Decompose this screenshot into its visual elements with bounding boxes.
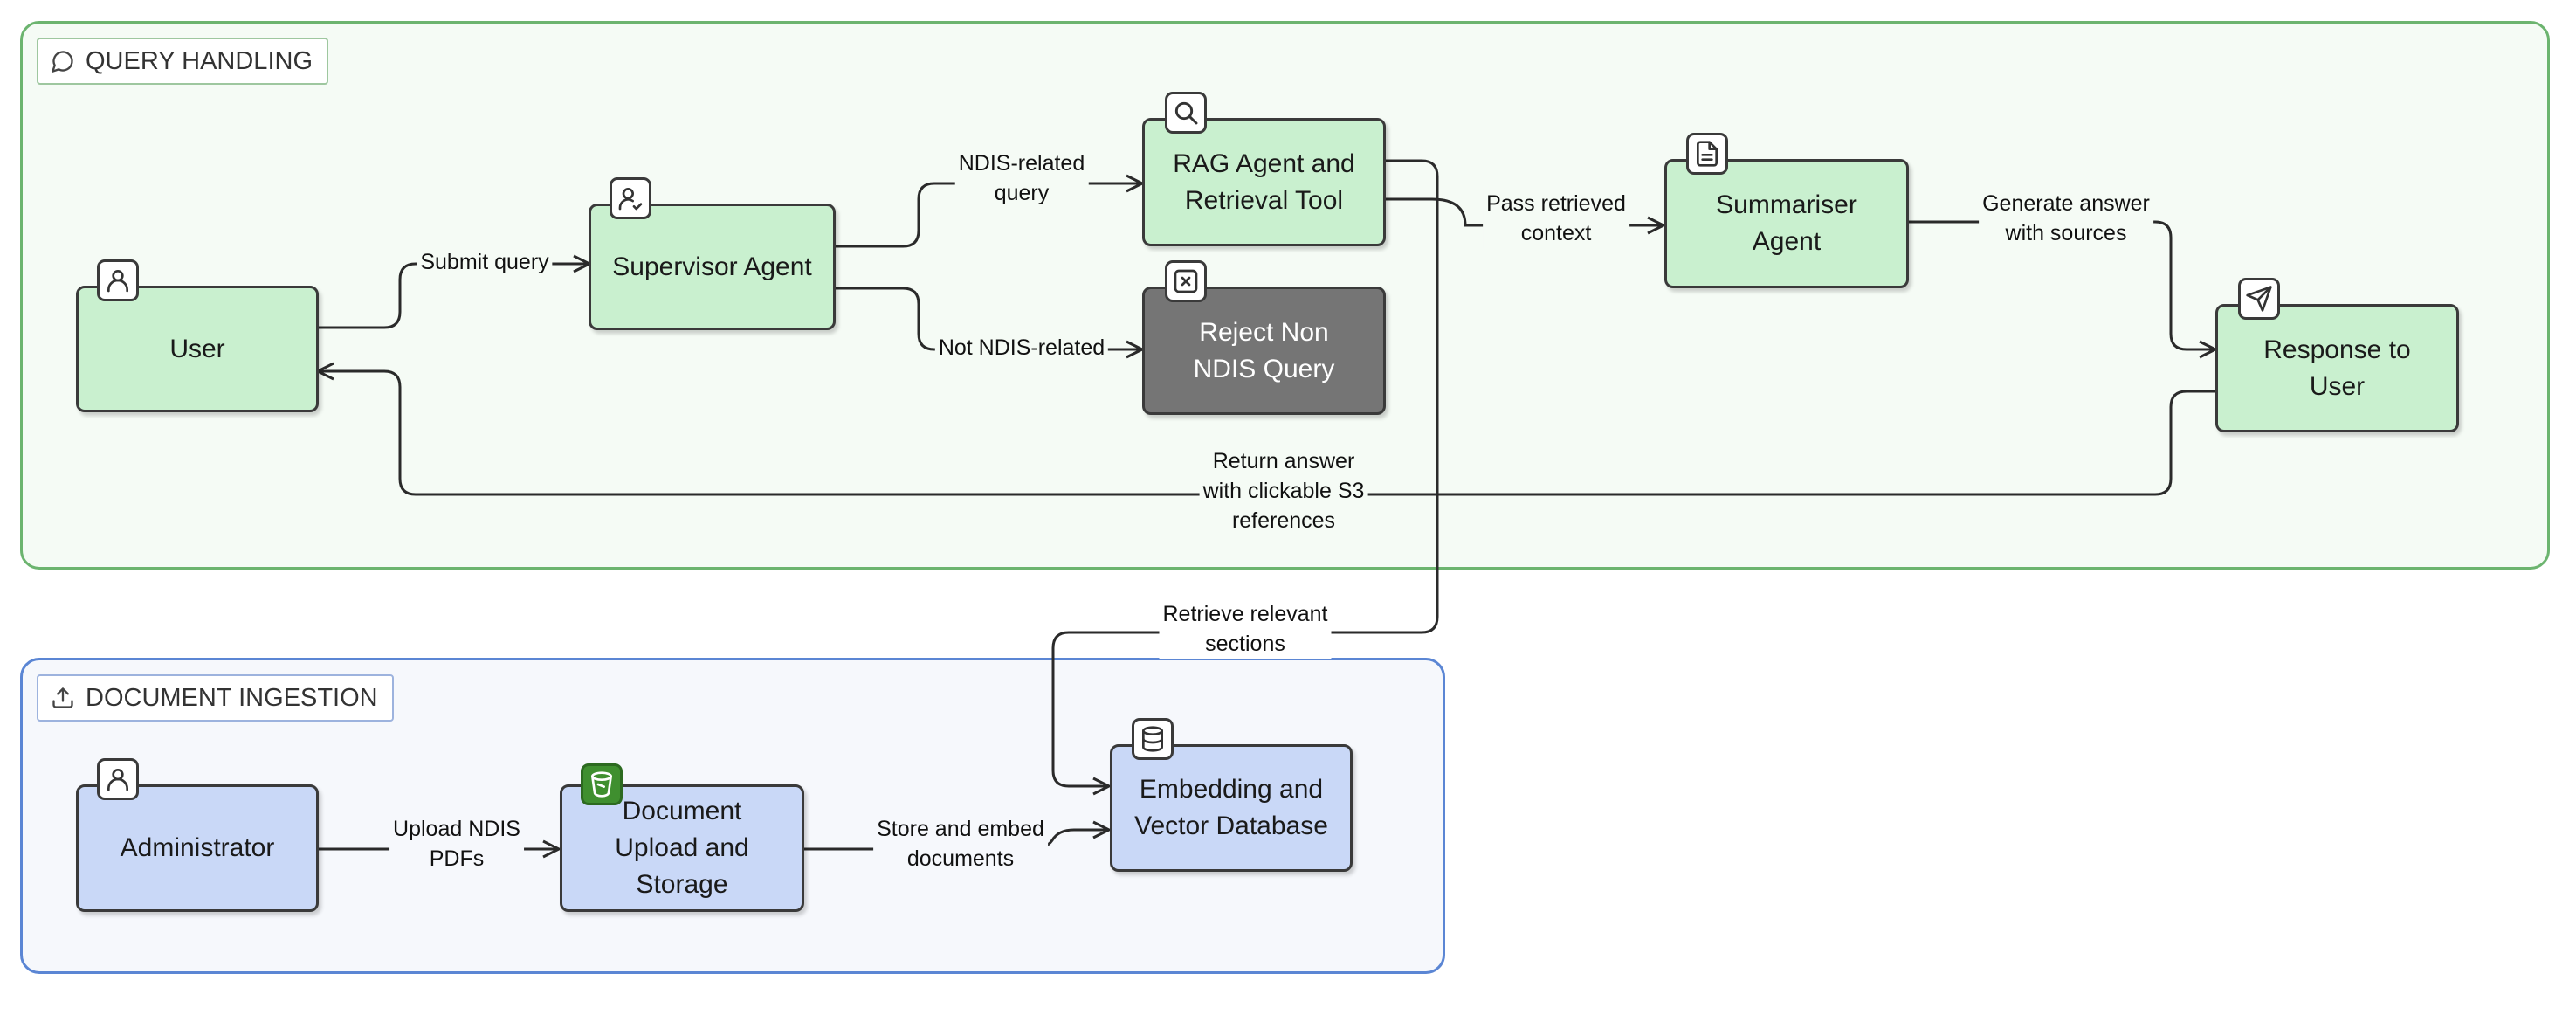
administrator-label: Administrator [120, 833, 275, 862]
edge-ndis-related [835, 174, 1144, 248]
storage-bucket-icon [581, 763, 623, 805]
user-node[interactable]: User [76, 286, 319, 412]
rag-agent-node[interactable]: RAG Agent and Retrieval Tool [1142, 118, 1386, 246]
user-node-label: User [169, 334, 225, 363]
edge-label-retrieve-sections: Retrieve relevant sections [1159, 599, 1332, 659]
search-icon [1165, 92, 1207, 134]
close-box-icon [1165, 260, 1207, 302]
document-ingestion-title: DOCUMENT INGESTION [86, 683, 378, 712]
edge-label-store-embed: Store and embed documents [873, 814, 1048, 874]
edge-label-submit-query: Submit query [417, 247, 553, 277]
document-upload-node[interactable]: Document Upload and Storage [560, 784, 804, 912]
chat-bubble-icon [52, 51, 73, 73]
edge-label-pass-context: Pass retrieved context [1483, 189, 1629, 248]
user-icon [97, 758, 139, 800]
user-check-icon [610, 177, 651, 219]
edge-generate-answer [1908, 220, 2217, 359]
supervisor-agent-node[interactable]: Supervisor Agent [589, 204, 836, 330]
reject-non-ndis-node[interactable]: Reject Non NDIS Query [1142, 287, 1386, 415]
database-icon [1132, 718, 1174, 760]
vector-database-label: Embedding and Vector Database [1134, 775, 1328, 840]
summariser-agent-node[interactable]: Summariser Agent [1664, 159, 1909, 288]
edge-label-upload-pdfs: Upload NDIS PDFs [389, 814, 524, 874]
document-icon [1686, 133, 1728, 175]
reject-non-ndis-label: Reject Non NDIS Query [1193, 317, 1335, 383]
query-handling-label: QUERY HANDLING [37, 38, 328, 85]
send-icon [2238, 278, 2280, 320]
supervisor-agent-label: Supervisor Agent [612, 252, 812, 281]
query-handling-title: QUERY HANDLING [86, 46, 313, 75]
document-ingestion-label: DOCUMENT INGESTION [37, 674, 394, 722]
administrator-node[interactable]: Administrator [76, 784, 319, 912]
response-to-user-label: Response to User [2263, 335, 2411, 401]
response-to-user-node[interactable]: Response to User [2215, 304, 2459, 432]
edge-not-ndis [835, 287, 1144, 359]
edge-label-generate-answer: Generate answer with sources [1979, 189, 2153, 248]
document-upload-label: Document Upload and Storage [615, 797, 749, 899]
summariser-agent-label: Summariser Agent [1716, 190, 1857, 256]
edge-pass-context [1385, 197, 1665, 235]
edge-label-ndis-related: NDIS-related query [954, 148, 1089, 208]
rag-agent-label: RAG Agent and Retrieval Tool [1173, 148, 1355, 215]
edge-label-not-ndis: Not NDIS-related [934, 333, 1109, 363]
upload-icon [52, 687, 73, 708]
edge-label-return-answer: Return answer with clickable S3 referenc… [1199, 446, 1368, 535]
user-icon [97, 259, 139, 301]
vector-database-node[interactable]: Embedding and Vector Database [1110, 744, 1353, 872]
edge-submit-query [318, 254, 591, 329]
